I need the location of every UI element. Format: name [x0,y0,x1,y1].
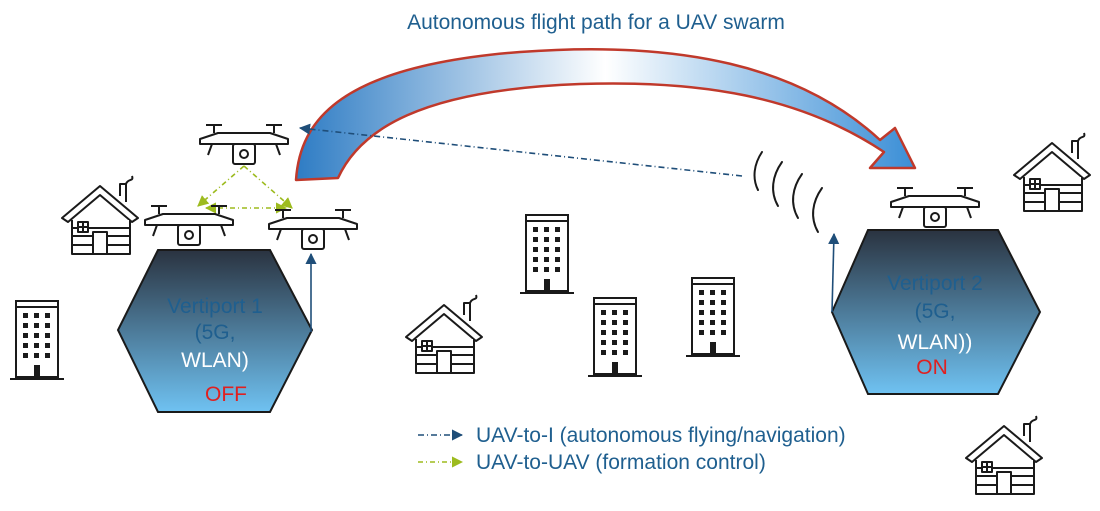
drone-icon [268,209,358,250]
wireless-signal-icon [753,151,823,233]
vertiport-2-status: ON [916,356,948,379]
vertiport-2-tech-2: WLAN)) [898,331,973,354]
uav-to-i-link-vertiport-2 [828,232,840,313]
house-icon [965,415,1043,495]
building-icon [9,300,65,380]
house-icon [61,175,139,255]
drone-icon [890,187,980,228]
vertiport-1-name: Vertiport 1 [167,295,263,318]
uav-to-i-link-long [298,123,743,177]
vertiport-1-status: OFF [205,383,247,406]
uav-to-uav-link-left [197,165,245,207]
vertiport-2-name: Vertiport 2 [887,272,983,295]
building-icon [587,297,643,377]
house-icon [1013,132,1091,212]
legend-uav-to-uav-text: UAV-to-UAV (formation control) [476,451,766,474]
building-icon [685,277,741,357]
house-icon [405,294,483,374]
drone-icon [199,124,289,165]
drone-icon [144,205,234,246]
curved-arrow-icon [294,47,917,182]
diagram-title: Autonomous flight path for a UAV swarm [407,11,785,34]
uav-to-uav-link-right [243,165,293,209]
building-icon [519,214,575,294]
vertiport-2-tech: (5G, [915,300,956,323]
vertiport-1-hexagon [116,249,314,413]
vertiport-1-tech-2: WLAN) [181,349,249,372]
vertiport-1-tech: (5G, [195,321,236,344]
legend-uav-to-i-text: UAV-to-I (autonomous flying/navigation) [476,424,846,447]
